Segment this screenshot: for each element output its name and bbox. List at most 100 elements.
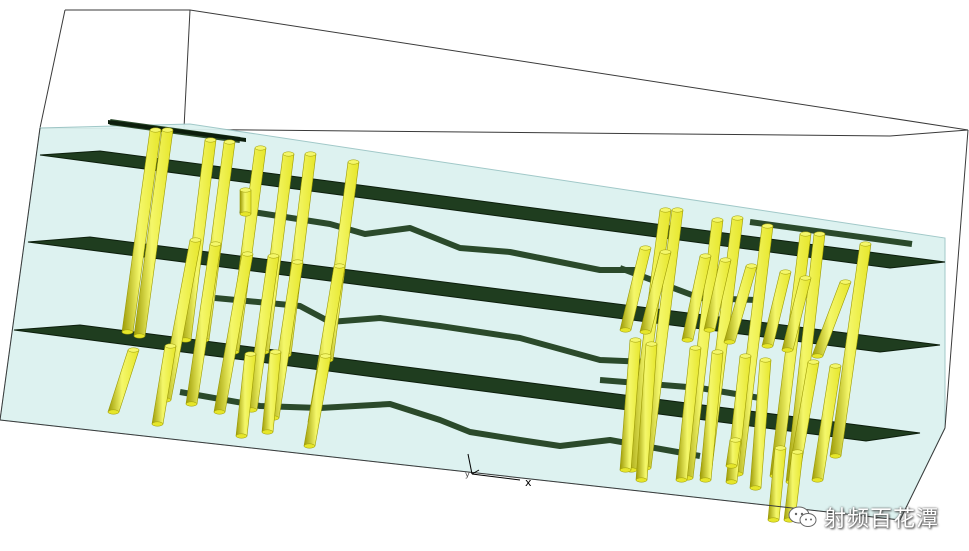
signal-trace: [214, 295, 651, 365]
via-cylinder: [761, 269, 792, 349]
via-top-cap: [149, 127, 162, 133]
via-cylinder: [185, 241, 222, 407]
via-cylinder: [133, 127, 174, 339]
via-bottom-cap: [213, 409, 226, 415]
via-cylinder: [811, 279, 852, 359]
via-top-cap: [774, 445, 787, 451]
via-cylinder: [681, 253, 712, 343]
via-top-cap: [241, 251, 254, 257]
bounding-box-back: [39, 9, 969, 137]
via-top-cap: [209, 241, 222, 247]
signal-trace: [749, 219, 913, 247]
via-top-cap: [127, 347, 140, 353]
via-bottom-cap: [811, 353, 824, 359]
via-top-cap: [164, 343, 177, 349]
x-axis-label: x: [525, 476, 532, 489]
via-bottom-cap: [829, 453, 842, 459]
via-cylinder: [239, 187, 252, 217]
via-top-cap: [659, 207, 672, 213]
via-top-cap: [645, 341, 658, 347]
via-top-cap: [807, 359, 820, 365]
via-bottom-cap: [761, 343, 774, 349]
via-top-cap: [839, 279, 852, 285]
via-top-cap: [759, 357, 772, 363]
via-cylinder: [675, 345, 702, 483]
via-bottom-cap: [619, 327, 632, 333]
via-cylinder: [829, 241, 872, 459]
via-cylinder: [811, 363, 842, 483]
via-cylinder: [783, 449, 804, 523]
box-right-bottom-edge: [899, 427, 946, 521]
via-cylinder: [699, 349, 724, 483]
via-top-cap: [304, 151, 317, 157]
axis-triad: x y: [465, 453, 532, 489]
via-bottom-cap: [303, 443, 316, 449]
x-axis-line: [471, 473, 521, 481]
via-cylinder: [235, 351, 257, 439]
via-top-cap: [319, 353, 332, 359]
via-cylinder: [213, 251, 254, 415]
via-bottom-cap: [107, 409, 120, 415]
via-top-cap: [745, 263, 758, 269]
box-left-top-edge: [39, 9, 66, 129]
via-top-cap: [291, 259, 304, 265]
via-top-cap: [254, 145, 267, 151]
via-cylinder: [639, 249, 672, 335]
via-bottom-cap: [185, 401, 198, 407]
via-bottom-cap: [261, 429, 274, 435]
via-cylinder: [767, 445, 787, 523]
via-cylinder: [725, 437, 742, 469]
via-bottom-cap: [619, 467, 632, 473]
bounding-box-front: [0, 127, 969, 521]
via-top-cap: [731, 215, 744, 221]
box-back-vertical-edge: [183, 9, 191, 129]
via-bottom-cap: [749, 485, 762, 491]
via-bottom-cap: [703, 327, 716, 333]
via-cylinder: [619, 245, 652, 333]
box-front-left-edge: [0, 127, 41, 421]
box-front-bottom-edge: [0, 419, 901, 521]
via-top-cap: [859, 241, 872, 247]
via-top-cap: [671, 207, 684, 213]
via-cylinder: [107, 347, 140, 415]
via-top-cap: [282, 151, 295, 157]
box-right-top-edge: [889, 129, 969, 137]
via-bottom-cap: [725, 479, 738, 485]
via-bottom-cap: [681, 337, 694, 343]
z-axis-line: [471, 469, 480, 475]
via-top-cap: [799, 275, 812, 281]
via-cylinder: [261, 349, 282, 435]
via-top-cap: [791, 449, 804, 455]
via-top-cap: [659, 249, 672, 255]
watermark-text: 射频百花潭: [823, 507, 939, 532]
via-top-cap: [267, 253, 280, 259]
via-bottom-cap: [781, 347, 794, 353]
via-bottom-cap: [239, 211, 252, 217]
via-body: [239, 189, 252, 215]
via-top-cap: [189, 237, 202, 243]
via-bottom-cap: [639, 329, 652, 335]
via-bottom-cap: [635, 477, 648, 483]
via-top-cap: [729, 437, 742, 443]
via-bottom-cap: [811, 477, 824, 483]
via-bottom-cap: [121, 329, 134, 335]
via-top-cap: [711, 349, 724, 355]
via-top-cap: [204, 137, 217, 143]
via-top-cap: [779, 269, 792, 275]
via-top-cap: [813, 231, 826, 237]
via-bottom-cap: [235, 433, 248, 439]
via-cylinder: [703, 257, 732, 333]
top-pad-strip: [108, 120, 246, 142]
via-top-cap: [761, 223, 774, 229]
via-top-cap: [239, 187, 252, 193]
via-top-cap: [699, 253, 712, 259]
via-top-cap: [244, 351, 257, 357]
via-bottom-cap: [133, 333, 146, 339]
via-top-cap: [829, 363, 842, 369]
box-top-edge: [65, 9, 969, 131]
via-top-cap: [223, 139, 236, 145]
via-cylinder: [151, 343, 177, 427]
via-top-cap: [161, 127, 174, 133]
